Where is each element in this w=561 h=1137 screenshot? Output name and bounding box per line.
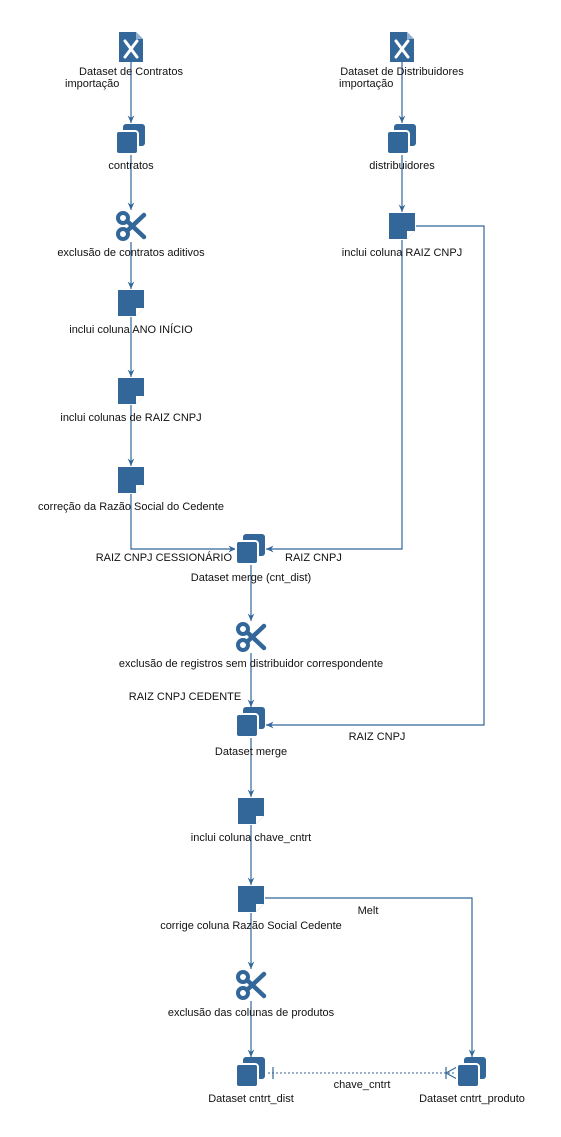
edge-label-raiz-cnpj-2: RAIZ CNPJ — [349, 731, 406, 743]
dataset-icon — [386, 124, 416, 155]
edge-label-raiz-cnpj-cedente: RAIZ CNPJ CEDENTE — [129, 691, 241, 703]
node-n15[interactable]: exclusão das colunas de produtos — [168, 970, 335, 1019]
node-label: Dataset de Contratos — [79, 66, 183, 78]
edge-n14-n17 — [265, 897, 476, 1057]
node-label: exclusão das colunas de produtos — [168, 1007, 335, 1019]
note-icon — [118, 378, 144, 404]
node-label: Dataset merge (cnt_dist) — [191, 572, 311, 584]
node-label: distribuidores — [369, 160, 435, 172]
node-label: corrige coluna Razão Social Cedente — [160, 920, 342, 932]
node-n12[interactable]: Dataset merge — [215, 707, 287, 758]
edge-labels-layer: RAIZ CNPJ CESSIONÁRIO RAIZ CNPJ RAIZ CNP… — [96, 551, 406, 1091]
edge-n6-n10 — [130, 494, 236, 553]
node-n4[interactable]: inclui coluna ANO INÍCIO — [69, 290, 193, 336]
node-label: inclui colunas de RAIZ CNPJ — [60, 412, 201, 424]
scissors-icon — [236, 622, 267, 652]
node-n17[interactable]: Dataset cntrt_produto — [419, 1057, 525, 1105]
node-label: exclusão de registros sem distribuidor c… — [119, 658, 383, 670]
excel-file-icon — [390, 32, 414, 62]
node-n8[interactable]: distribuidores — [369, 124, 435, 172]
node-label: correção da Razão Social do Cedente — [38, 501, 224, 513]
node-label: contratos — [108, 160, 154, 172]
note-icon — [238, 886, 264, 912]
edge-n9-n10 — [266, 240, 403, 553]
edge-label-raiz-cnpj-cessionario: RAIZ CNPJ CESSIONÁRIO — [96, 551, 233, 564]
node-n13[interactable]: inclui coluna chave_cntrt — [191, 798, 311, 844]
dataset-icon — [235, 534, 265, 565]
node-n16[interactable]: Dataset cntrt_dist — [208, 1057, 294, 1105]
note-icon — [389, 213, 415, 239]
node-n3[interactable]: exclusão de contratos aditivos — [57, 211, 205, 259]
dataset-icon — [235, 707, 265, 738]
note-icon — [118, 290, 144, 316]
edges-layer — [127, 62, 485, 1080]
node-label: exclusão de contratos aditivos — [57, 247, 205, 259]
node-label: inclui coluna ANO INÍCIO — [69, 323, 193, 336]
node-n6[interactable]: correção da Razão Social do Cedente — [38, 467, 224, 513]
scissors-icon — [116, 211, 147, 241]
dataset-icon — [115, 124, 145, 155]
edge-n16-n17-relation — [268, 1066, 458, 1080]
node-label: Dataset de Distribuidores — [340, 66, 464, 78]
edge-label-raiz-cnpj-1: RAIZ CNPJ — [285, 552, 342, 564]
node-label: Dataset cntrt_produto — [419, 1093, 525, 1105]
edge-label-chave-cntrt: chave_cntrt — [334, 1079, 391, 1091]
dataset-icon — [456, 1057, 486, 1088]
node-label: inclui coluna RAIZ CNPJ — [342, 247, 462, 259]
note-icon — [118, 467, 144, 493]
node-label: Dataset cntrt_dist — [208, 1093, 294, 1105]
node-label: importação — [65, 78, 119, 90]
node-n14[interactable]: corrige coluna Razão Social Cedente — [160, 886, 342, 932]
node-label: Dataset merge — [215, 746, 287, 758]
edge-n9-n12 — [266, 225, 485, 729]
scissors-icon — [236, 970, 267, 1000]
node-n5[interactable]: inclui colunas de RAIZ CNPJ — [60, 378, 202, 424]
dataset-icon — [235, 1057, 265, 1088]
node-n10[interactable]: Dataset merge (cnt_dist) — [191, 534, 311, 584]
nodes-layer: Dataset de Contratosimportaçãocontratose… — [38, 32, 525, 1105]
node-label: importação — [339, 78, 393, 90]
node-n9[interactable]: inclui coluna RAIZ CNPJ — [342, 213, 462, 259]
node-label: inclui coluna chave_cntrt — [191, 832, 311, 844]
node-n11[interactable]: exclusão de registros sem distribuidor c… — [119, 622, 383, 670]
edge-label-melt: Melt — [358, 905, 379, 917]
node-n2[interactable]: contratos — [108, 124, 154, 172]
note-icon — [238, 798, 264, 824]
excel-file-icon — [119, 32, 143, 62]
